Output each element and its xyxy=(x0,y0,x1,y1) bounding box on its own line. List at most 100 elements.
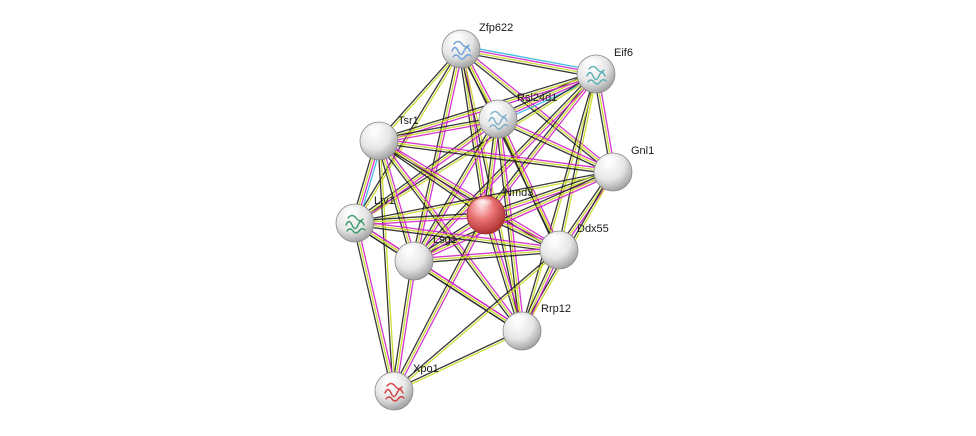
edge-evidence-coexpression xyxy=(354,212,486,222)
edge-tsr1-gnl1 xyxy=(378,138,614,175)
node-label-ltv1: Ltv1 xyxy=(374,195,395,207)
edge-lsg1-ddx55 xyxy=(413,247,560,264)
edge-lsg1-rrp12 xyxy=(412,258,524,334)
edge-evidence-experiment xyxy=(487,214,525,331)
edge-evidence-textmining xyxy=(413,48,462,262)
edge-evidence-coexpression xyxy=(483,72,595,215)
edge-tsr1-ddx55 xyxy=(377,138,561,253)
edge-evidence-experiment xyxy=(395,215,489,393)
edge-evidence-coexpression xyxy=(414,251,560,264)
node-label-xpo1: Xpo1 xyxy=(413,363,439,375)
edge-evidence-experiment xyxy=(413,247,559,260)
edge-rsl24d1-ddx55 xyxy=(495,117,562,252)
node-nmd3[interactable]: Nmd3 xyxy=(466,187,533,235)
edge-evidence-experiment xyxy=(415,49,464,262)
node-gloss xyxy=(599,156,623,170)
edge-evidence-coexpression xyxy=(377,142,559,253)
edge-evidence-textmining xyxy=(497,118,614,173)
edge-evidence-textmining xyxy=(378,140,487,216)
edge-zfp622-lsg1 xyxy=(411,48,464,262)
edge-evidence-textmining xyxy=(413,249,560,262)
edge-evidence-textmining xyxy=(461,48,524,331)
node-gloss xyxy=(484,103,508,117)
edge-evidence-experiment xyxy=(355,220,560,249)
edge-zfp622-eif6 xyxy=(460,45,597,78)
edge-evidence-textmining xyxy=(378,118,499,142)
node-label-gnl1: Gnl1 xyxy=(631,145,654,157)
edge-ltv1-ddx55 xyxy=(354,220,560,253)
node-gloss xyxy=(472,199,496,213)
edge-evidence-textmining xyxy=(497,118,523,332)
node-ltv1[interactable]: Ltv1 xyxy=(335,195,395,243)
edge-evidence-coexpression xyxy=(460,51,596,78)
node-label-nmd3: Nmd3 xyxy=(504,187,533,199)
edge-evidence-experiment xyxy=(379,138,614,171)
node-gloss xyxy=(447,33,471,47)
edge-eif6-rrp12 xyxy=(520,73,598,332)
edge-nmd3-rrp12 xyxy=(483,214,525,332)
edge-evidence-coexpression xyxy=(354,224,559,253)
edge-evidence-coexpression xyxy=(459,49,522,332)
edge-evidence-coexpression xyxy=(412,169,613,260)
edge-evidence-textmining xyxy=(497,118,560,251)
node-rrp12[interactable]: Rrp12 xyxy=(502,303,571,351)
edge-rrp12-xpo1 xyxy=(393,329,523,393)
edge-evidence-coexpression xyxy=(495,119,558,252)
node-gloss xyxy=(582,58,606,72)
edge-evidence-textmining xyxy=(378,140,614,173)
node-gnl1[interactable]: Gnl1 xyxy=(593,145,654,192)
edge-zfp622-rrp12 xyxy=(459,48,524,332)
edge-evidence-textmining xyxy=(413,171,614,262)
edge-evidence-coexpression xyxy=(411,48,460,261)
edge-evidence-coexpression xyxy=(520,73,596,331)
node-gloss xyxy=(365,125,389,139)
edge-evidence-textmining xyxy=(559,74,598,251)
edge-evidence-experiment xyxy=(414,173,615,264)
edge-rsl24d1-gnl1 xyxy=(496,116,615,175)
node-label-rrp12: Rrp12 xyxy=(541,303,571,315)
edge-evidence-textmining xyxy=(460,48,614,173)
node-ddx55[interactable]: Ddx55 xyxy=(539,223,609,270)
node-tsr1[interactable]: Tsr1 xyxy=(359,115,419,161)
edge-ddx55-xpo1 xyxy=(392,248,561,393)
node-label-eif6: Eif6 xyxy=(614,47,633,59)
node-rsl24d1[interactable]: Rsl24d1 xyxy=(478,92,557,139)
edge-evidence-coexpression xyxy=(391,260,413,391)
edge-evidence-textmining xyxy=(394,250,561,393)
edge-evidence-textmining xyxy=(413,73,597,262)
node-gloss xyxy=(545,234,569,248)
node-label-ddx55: Ddx55 xyxy=(577,223,609,235)
edge-evidence-textmining xyxy=(378,140,415,262)
edge-evidence-textmining xyxy=(379,140,396,391)
edge-zfp622-tsr1 xyxy=(377,47,463,143)
edge-evidence-coexpression xyxy=(392,248,559,391)
node-gloss xyxy=(508,315,532,329)
edge-evidence-coexpression xyxy=(393,329,522,391)
edge-evidence-textmining xyxy=(394,331,523,393)
edge-evidence-experiment xyxy=(462,48,489,215)
edge-tsr1-lsg1 xyxy=(376,140,417,262)
edge-evidence-textmining xyxy=(485,214,523,332)
node-zfp622[interactable]: Zfp622 xyxy=(441,22,513,69)
edge-evidence-textmining xyxy=(393,260,415,392)
edge-evidence-experiment xyxy=(395,261,417,392)
edge-evidence-textmining xyxy=(379,49,463,143)
edge-gnl1-lsg1 xyxy=(412,169,615,264)
edge-evidence-coexpression xyxy=(352,223,393,392)
node-eif6[interactable]: Eif6 xyxy=(576,47,633,94)
edge-evidence-textmining xyxy=(460,49,596,76)
edge-evidence-experiment xyxy=(498,116,615,171)
edge-evidence-coexpression xyxy=(378,116,498,140)
edge-tsr1-xpo1 xyxy=(377,140,396,392)
edge-evidence-coexpression xyxy=(391,213,485,391)
edge-evidence-textmining xyxy=(413,260,523,332)
edge-evidence-experiment xyxy=(461,47,597,74)
node-gloss xyxy=(341,207,365,221)
node-gloss xyxy=(400,245,424,259)
node-lsg1[interactable]: Lsg1 xyxy=(394,234,457,281)
edge-evidence-experiment xyxy=(380,140,417,261)
node-label-rsl24d1: Rsl24d1 xyxy=(517,92,557,104)
edge-evidence-coexpression xyxy=(458,49,485,216)
node-xpo1[interactable]: Xpo1 xyxy=(374,363,439,411)
